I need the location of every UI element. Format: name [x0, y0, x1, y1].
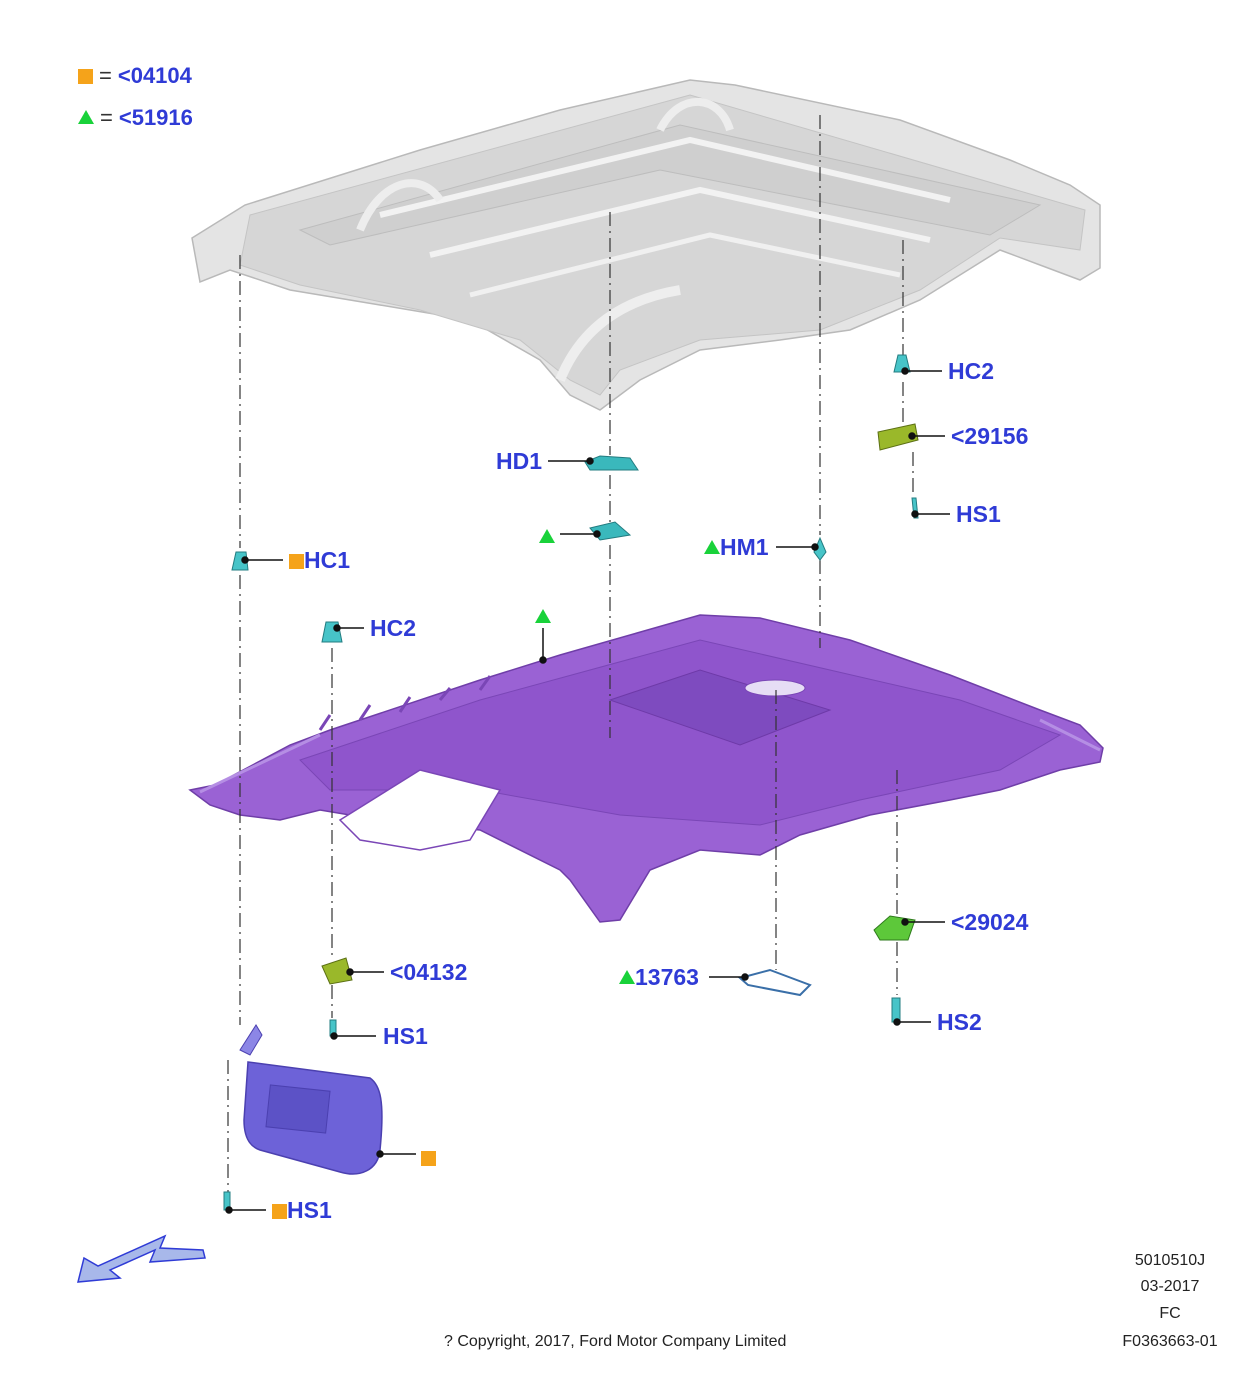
callout-29024: <29024 [951, 909, 1029, 935]
assembly-lines [227, 115, 914, 1192]
callout-hc1-label: HC1 [304, 547, 351, 573]
drawing-code: FC [1159, 1305, 1181, 1322]
callout-hs1-mid: HS1 [383, 1023, 428, 1049]
callout-hc2-top: HC2 [948, 358, 995, 384]
triangle-symbol-icon [535, 609, 551, 623]
callout-triangle-clip [539, 525, 555, 548]
drawing-date: 03-2017 [1140, 1278, 1200, 1295]
forward-arrow-icon [77, 1234, 206, 1283]
callout-hd1: HD1 [496, 448, 543, 474]
triangle-symbol-icon [619, 970, 635, 984]
callout-hc1: HC1 [289, 549, 350, 572]
callout-13763: 13763 [619, 966, 699, 989]
triangle-symbol-icon [704, 540, 720, 554]
legend-triangle: =<51916 [78, 105, 193, 131]
leader-lines [225, 367, 950, 1214]
copyright-notice: ? Copyright, 2017, Ford Motor Company Li… [444, 1333, 787, 1350]
square-symbol-icon [272, 1204, 287, 1219]
triangle-symbol-icon [78, 110, 94, 124]
callout-hs2: HS2 [937, 1009, 982, 1035]
headliner [188, 614, 1104, 923]
callout-hm1: HM1 [704, 536, 769, 559]
square-symbol-icon [289, 554, 304, 569]
callout-hc2-left: HC2 [370, 615, 417, 641]
triangle-symbol-icon [539, 529, 555, 543]
callout-04132: <04132 [390, 959, 468, 985]
callout-hs1-right: HS1 [956, 501, 1001, 527]
square-symbol-icon [421, 1151, 436, 1166]
square-symbol-icon [78, 69, 93, 84]
legend-square-code: <04104 [117, 63, 192, 88]
callout-hs1-bottom-label: HS1 [287, 1197, 332, 1223]
callout-hs1-bottom: HS1 [272, 1199, 332, 1222]
drawing-number: 5010510J [1134, 1252, 1206, 1269]
callout-visor-square [421, 1146, 436, 1169]
legend-square: =<04104 [78, 63, 192, 89]
callout-hm1-label: HM1 [720, 534, 769, 560]
callout-13763-label: 13763 [635, 964, 699, 990]
callout-29156: <29156 [951, 423, 1029, 449]
callout-triangle-headliner [535, 605, 551, 628]
figure-id: F0363663-01 [1122, 1333, 1218, 1350]
legend-triangle-code: <51916 [118, 105, 193, 130]
roof-panel [191, 79, 1101, 411]
sun-visor [239, 1024, 383, 1175]
